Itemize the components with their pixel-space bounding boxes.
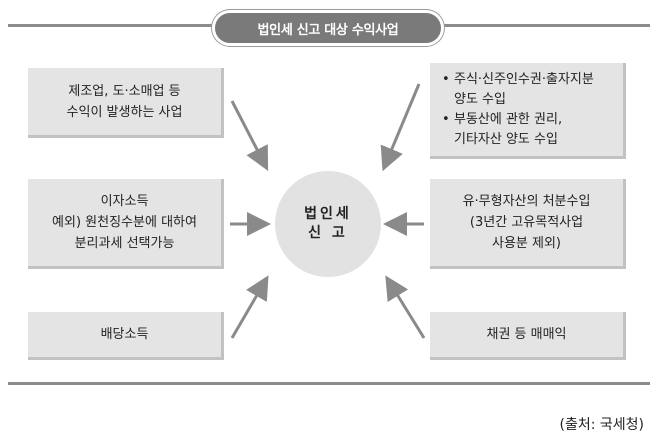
box-text-line: 제조업, 도·소매업 등 — [68, 83, 181, 99]
box-bond-trading: 채권 등 매매익 — [430, 312, 626, 360]
bullet-marker: • — [442, 111, 450, 127]
bullet-item: • 부동산에 관한 권리, — [442, 110, 562, 130]
arrow-bottom-right — [385, 275, 426, 339]
diagram-title-text: 법인세 신고 대상 수익사업 — [257, 22, 399, 38]
box-asset-disposal: 유·무형자산의 처분수입 (3년간 고유목적사업 사용분 제외) — [430, 179, 626, 269]
center-text-line2: 신 고 — [308, 225, 348, 241]
bullet-text: 기타자산 양도 수입 — [454, 131, 558, 147]
center-text-line1: 법인세 — [304, 206, 352, 222]
box-manufacturing-retail: 제조업, 도·소매업 등 수익이 발생하는 사업 — [28, 68, 224, 138]
bullet-text: 부동산에 관한 권리, — [454, 111, 563, 127]
box-text-line: 이자소득 — [100, 194, 149, 209]
bullet-text: 주식·신주인수권·출자지분 — [454, 71, 594, 87]
bottom-rule — [8, 382, 650, 385]
box-interest-income: 이자소득 예외) 원천징수분에 대하여 분리과세 선택가능 — [28, 179, 224, 269]
box-text-line: 예외) 원천징수분에 대하여 — [52, 215, 197, 230]
arrow-top-right — [380, 83, 421, 172]
arrow-bottom-left — [230, 275, 269, 339]
box-text-line: 배당소득 — [100, 327, 149, 342]
bullet-marker: • — [442, 71, 450, 87]
box-text-line: (3년간 고유목적사업 — [469, 215, 584, 230]
center-circle: 법인세 신 고 — [275, 171, 381, 277]
box-text-line: 분리과세 선택가능 — [74, 236, 175, 251]
box-text-line: 채권 등 매매익 — [486, 327, 567, 342]
diagram-title: 법인세 신고 대상 수익사업 — [212, 10, 444, 46]
box-stock-asset-transfer: • 주식·신주인수권·출자지분 양도 수입 • 부동산에 관한 권리, 기타자산… — [430, 63, 626, 159]
bullet-text: 양도 수입 — [454, 91, 506, 107]
box-text-line: 유·무형자산의 처분수입 — [462, 194, 591, 209]
box-text-line: 수익이 발생하는 사업 — [66, 104, 183, 120]
bullet-item: • 주식·신주인수권·출자지분 — [442, 70, 594, 90]
source-note: (출처: 국세청) — [559, 417, 645, 433]
box-text-line: 사용분 제외) — [491, 236, 561, 251]
arrow-top-left — [230, 100, 269, 171]
box-dividend-income: 배당소득 — [28, 312, 224, 360]
